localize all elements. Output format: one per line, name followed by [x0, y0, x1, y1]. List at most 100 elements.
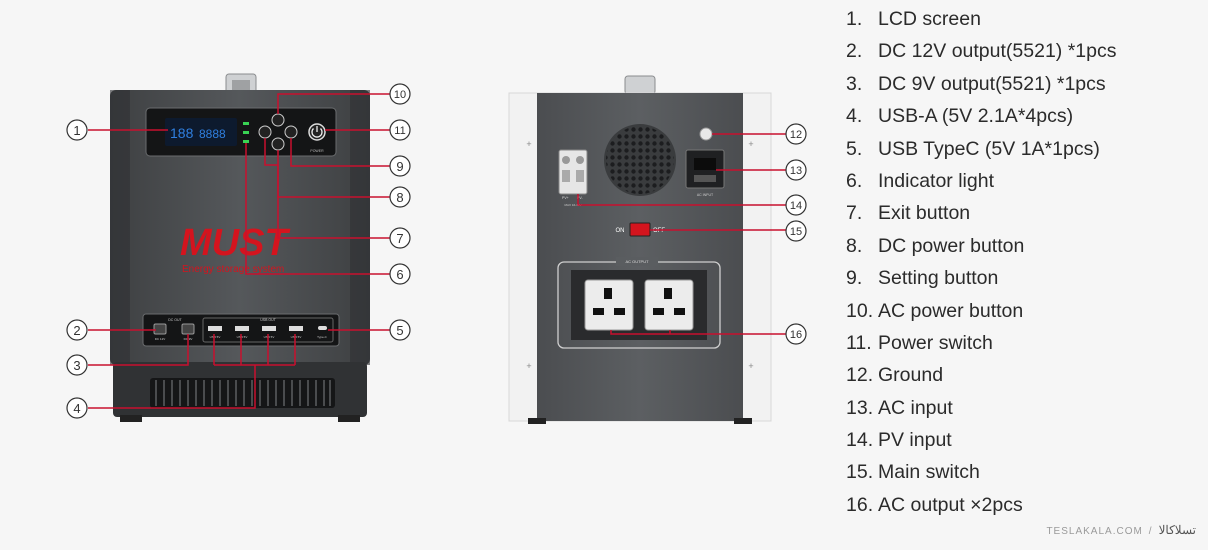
usb-typec-port[interactable]	[318, 326, 327, 330]
legend-item: 1. LCD screen	[846, 6, 1186, 38]
frame-screws: + + + +	[526, 139, 753, 371]
legend-text: DC power button	[878, 234, 1025, 257]
dc-9v-port[interactable]	[181, 323, 195, 335]
main-switch[interactable]	[629, 222, 651, 237]
fan-grill	[606, 126, 674, 194]
usb-a-port[interactable]	[262, 326, 276, 331]
pv-clamp	[576, 170, 584, 182]
legend-number: 1.	[846, 8, 863, 30]
dc-12v-port[interactable]	[153, 323, 167, 335]
legend-list: 1. LCD screen 2. DC 12V output(5521) *1pcs 3…	[846, 6, 1186, 524]
legend-number: 11.	[846, 331, 872, 354]
ac-outlet-2[interactable]	[644, 279, 694, 331]
watermark: TESLAKALA.COM/تسلاکالا	[1046, 523, 1196, 537]
legend-item: 10.AC power button	[846, 298, 1186, 330]
usb-a-port[interactable]	[235, 326, 249, 331]
ac-input-pins	[694, 158, 716, 170]
legend-item: 6.Indicator light	[846, 168, 1186, 200]
legend-number: 16.	[846, 493, 874, 516]
legend-item: 15.Main switch	[846, 459, 1186, 491]
power-icon	[311, 126, 323, 138]
legend-text: LCD screen	[878, 8, 981, 30]
vent-slats	[155, 380, 331, 406]
usb-a-port[interactable]	[208, 326, 222, 331]
legend-number: 15.	[846, 461, 874, 484]
legend-text: USB TypeC (5V 1A*1pcs)	[878, 137, 1100, 160]
ac-outlet-1[interactable]	[584, 279, 634, 331]
legend-item: 4.USB-A (5V 2.1A*4pcs)	[846, 103, 1186, 135]
pv-minus-label: PV-	[577, 196, 583, 200]
legend-text: AC input	[878, 396, 953, 419]
legend-number: 7.	[846, 202, 863, 225]
legend-item: 9. Setting button	[846, 265, 1186, 297]
indicator-lights	[243, 122, 249, 143]
lcd-digits-left: 188	[170, 125, 194, 141]
switch-off-label: OFF	[653, 228, 665, 234]
legend-number: 5.	[846, 137, 863, 160]
exit-button[interactable]	[258, 125, 272, 139]
callout-8: 8	[396, 190, 403, 205]
legend-text: Power switch	[878, 331, 993, 354]
legend-text: PV input	[878, 429, 952, 452]
callout-4: 4	[73, 401, 80, 416]
callout-13: 13	[790, 165, 802, 177]
callout-7: 7	[396, 231, 403, 246]
svg-text:+: +	[748, 139, 753, 149]
legend-number: 14.	[846, 429, 874, 452]
watermark-persian: تسلاکالا	[1158, 523, 1196, 537]
foot	[338, 415, 360, 422]
usb-port-label: USB 5V	[264, 335, 275, 339]
usb-a-ports	[208, 326, 303, 331]
callout-3: 3	[73, 358, 80, 373]
watermark-latin: TESLAKALA.COM	[1046, 526, 1143, 537]
callout-markers: 1 2 3 4 5 6 7 8 9 10 11 12 13 14 15 16	[66, 83, 807, 419]
ac-input-label: AC INPUT	[697, 193, 714, 197]
power-label: POWER	[310, 149, 324, 153]
legend-number: 8.	[846, 234, 863, 257]
callout-9: 9	[396, 159, 403, 174]
legend-text: Main switch	[878, 461, 980, 484]
pv-plus-label: PV+	[562, 196, 569, 200]
usb-port-label: USB 5V	[210, 335, 221, 339]
front-side-left	[110, 90, 130, 365]
ground-terminal[interactable]	[699, 127, 713, 141]
callout-2: 2	[73, 323, 80, 338]
legend-item: 14.PV input	[846, 427, 1186, 459]
usb-out-label: USB OUT	[260, 318, 276, 322]
callout-15: 15	[790, 226, 802, 238]
switch-on-label: ON	[616, 228, 625, 234]
legend-number: 12.	[846, 364, 874, 387]
legend-item: 16.AC output ×2pcs	[846, 492, 1186, 524]
front-body	[110, 90, 370, 365]
callout-10: 10	[394, 89, 406, 101]
back-handle	[624, 75, 656, 95]
legend-number: 2.	[846, 40, 863, 63]
usb-port-label: USB 5V	[291, 335, 302, 339]
back-foot	[528, 418, 546, 424]
front-unit: 188 8888 POWER MUST Energy storage syste…	[110, 73, 370, 422]
legend-text: DC 12V output(5521) *1pcs	[878, 40, 1117, 63]
legend-text: AC output ×2pcs	[878, 493, 1023, 516]
legend-number: 6.	[846, 169, 863, 192]
legend-text: AC power button	[878, 299, 1024, 322]
legend-number: 9.	[846, 267, 863, 290]
legend-number: 3.	[846, 72, 863, 95]
legend-text: Setting button	[878, 267, 999, 290]
legend-item: 5. USB TypeC (5V 1A*1pcs)	[846, 136, 1186, 168]
setting-button[interactable]	[284, 125, 298, 139]
ac-power-button[interactable]	[271, 113, 285, 127]
legend-item: 12.Ground	[846, 362, 1186, 394]
usb-a-port[interactable]	[289, 326, 303, 331]
callout-1: 1	[73, 123, 80, 138]
front-side-right	[350, 90, 370, 365]
back-unit: + + + + AC INPUT PV+ PV- MAX 16-40V ON O…	[508, 75, 772, 424]
legend-item: 2. DC 12V output(5521) *1pcs	[846, 38, 1186, 70]
svg-text:+: +	[748, 361, 753, 371]
dc-power-button[interactable]	[271, 137, 285, 151]
svg-text:+: +	[526, 139, 531, 149]
legend-number: 13.	[846, 396, 874, 419]
callout-16: 16	[790, 329, 802, 341]
foot	[120, 415, 142, 422]
